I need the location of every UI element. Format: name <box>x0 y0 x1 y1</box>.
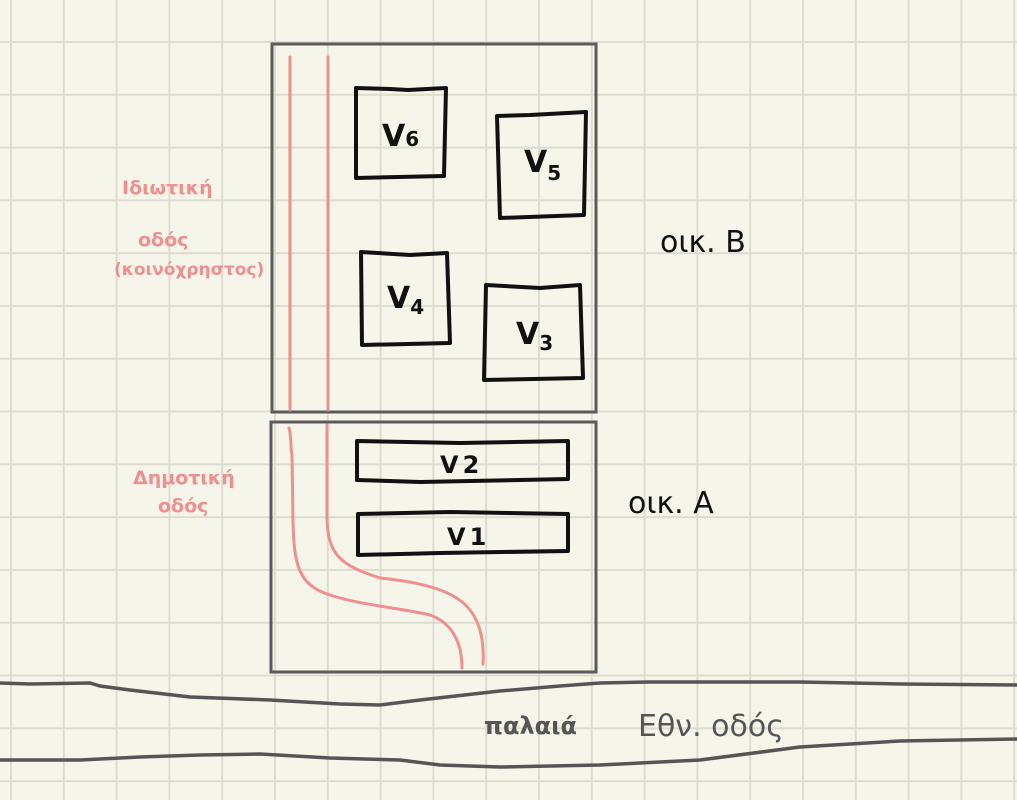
municipal-road-lines <box>287 423 485 670</box>
unit-label-v5: V5 <box>524 145 561 185</box>
unit-label-v6: V6 <box>382 119 419 154</box>
unit-box-v2 <box>355 439 570 484</box>
municipal-road-label-line2: οδός <box>158 495 208 517</box>
private-road-label-line3: (κοινόχρηστος) <box>114 260 264 280</box>
national-road-lines <box>0 680 1017 769</box>
building-label-a: οικ. Α <box>628 486 714 521</box>
unit-label-v3: V3 <box>516 317 553 355</box>
building-label-b: οικ. Β <box>660 225 746 260</box>
national-road-prefix: παλαιά <box>484 712 577 740</box>
unit-box-v3 <box>482 283 585 382</box>
building-b-outline <box>270 42 598 414</box>
unit-label-v4: V4 <box>387 281 424 319</box>
unit-box-v5 <box>495 110 588 220</box>
private-road-label-line1: Ιδιωτική <box>122 177 213 199</box>
national-road-name: Εθν. οδός <box>638 709 784 744</box>
building-a-outline <box>269 420 598 674</box>
unit-box-v1 <box>356 510 570 557</box>
municipal-road-label-line1: Δημοτική <box>133 467 235 489</box>
private-road-label-line2: οδός <box>138 229 188 251</box>
private-road-lines <box>288 55 330 412</box>
unit-box-v6 <box>354 86 448 180</box>
unit-box-v4 <box>359 250 452 347</box>
